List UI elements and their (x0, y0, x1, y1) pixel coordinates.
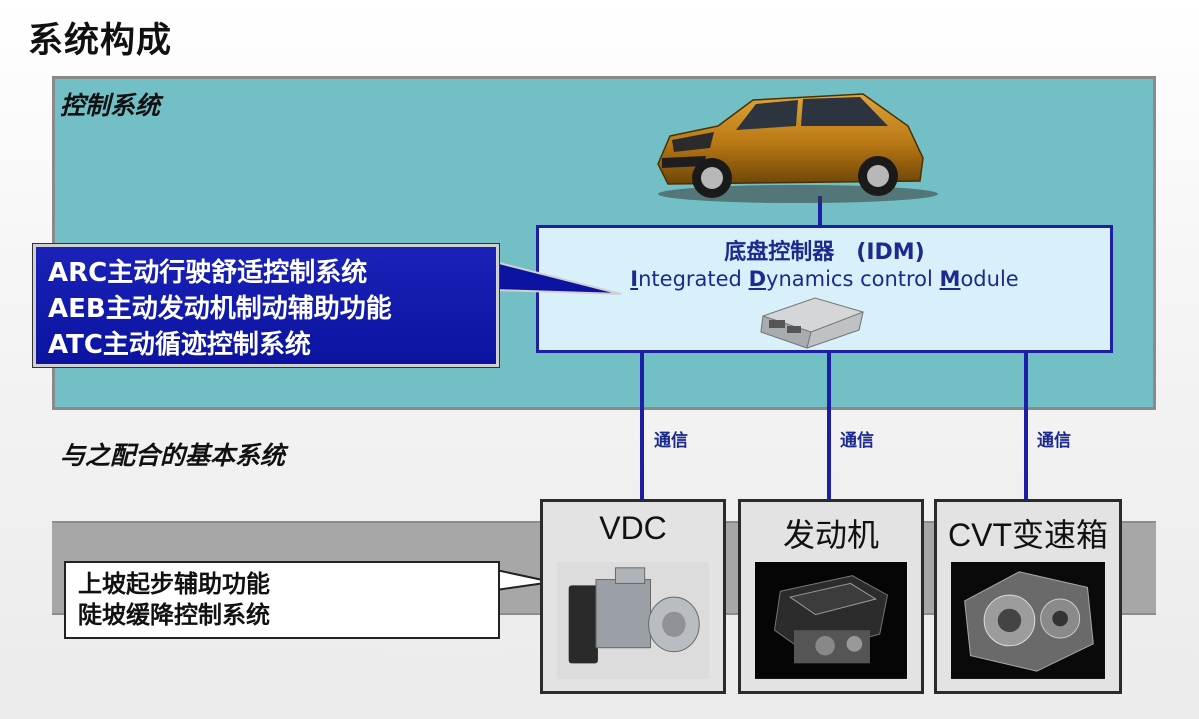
cvt-gearbox-image (951, 562, 1105, 679)
idm-subtitle: Integrated Dynamics control Module (539, 267, 1110, 291)
callout-line-hill-descent: 陡坡缓降控制系统 (78, 601, 270, 629)
unit-vdc: VDC (540, 499, 726, 694)
comm-label-engine: 通信 (840, 431, 874, 451)
idm-subtitle-module: odule (960, 267, 1019, 291)
unit-engine: 发动机 (738, 499, 924, 694)
unit-engine-title: 发动机 (782, 517, 879, 553)
car-to-idm-wire (818, 196, 822, 226)
idm-subtitle-initial-m: M (939, 267, 961, 291)
callout-line-hill-start: 上坡起步辅助功能 (78, 570, 270, 598)
callout-line-atc: ATC主动循迹控制系统 (48, 330, 311, 360)
arc-aeb-atc-callout: ARC主动行驶舒适控制系统 AEB主动发动机制动辅助功能 ATC主动循迹控制系统 (32, 243, 500, 368)
control-system-label: 控制系统 (60, 91, 161, 120)
vdc-module-image (557, 562, 709, 679)
comm-label-vdc: 通信 (654, 431, 688, 451)
idm-to-cvt-wire (1024, 352, 1028, 500)
hill-assist-callout: 上坡起步辅助功能 陡坡缓降控制系统 (64, 561, 500, 639)
idm-module-image (760, 297, 864, 349)
engine-image (755, 562, 907, 679)
idm-to-vdc-wire (640, 352, 644, 500)
idm-subtitle-integrated: ntegrated (638, 267, 749, 291)
unit-cvt-title: CVT变速箱 (947, 517, 1108, 553)
callout-line-aeb: AEB主动发动机制动辅助功能 (48, 294, 392, 324)
arc-callout-pointer (495, 260, 622, 295)
idm-subtitle-initial-i: I (630, 267, 639, 291)
basic-system-label: 与之配合的基本系统 (60, 441, 286, 470)
callout-line-arc: ARC主动行驶舒适控制系统 (48, 258, 368, 288)
suv-car-image (657, 93, 938, 203)
page-title: 系统构成 (28, 21, 173, 61)
comm-label-cvt: 通信 (1037, 431, 1071, 451)
unit-cvt: CVT变速箱 (934, 499, 1122, 694)
idm-subtitle-initial-d: D (748, 267, 767, 291)
idm-to-engine-wire (827, 352, 831, 500)
idm-title: 底盘控制器 (IDM) (724, 240, 925, 265)
idm-subtitle-dynamics: ynamics control (766, 267, 940, 291)
unit-vdc-title: VDC (599, 510, 667, 546)
